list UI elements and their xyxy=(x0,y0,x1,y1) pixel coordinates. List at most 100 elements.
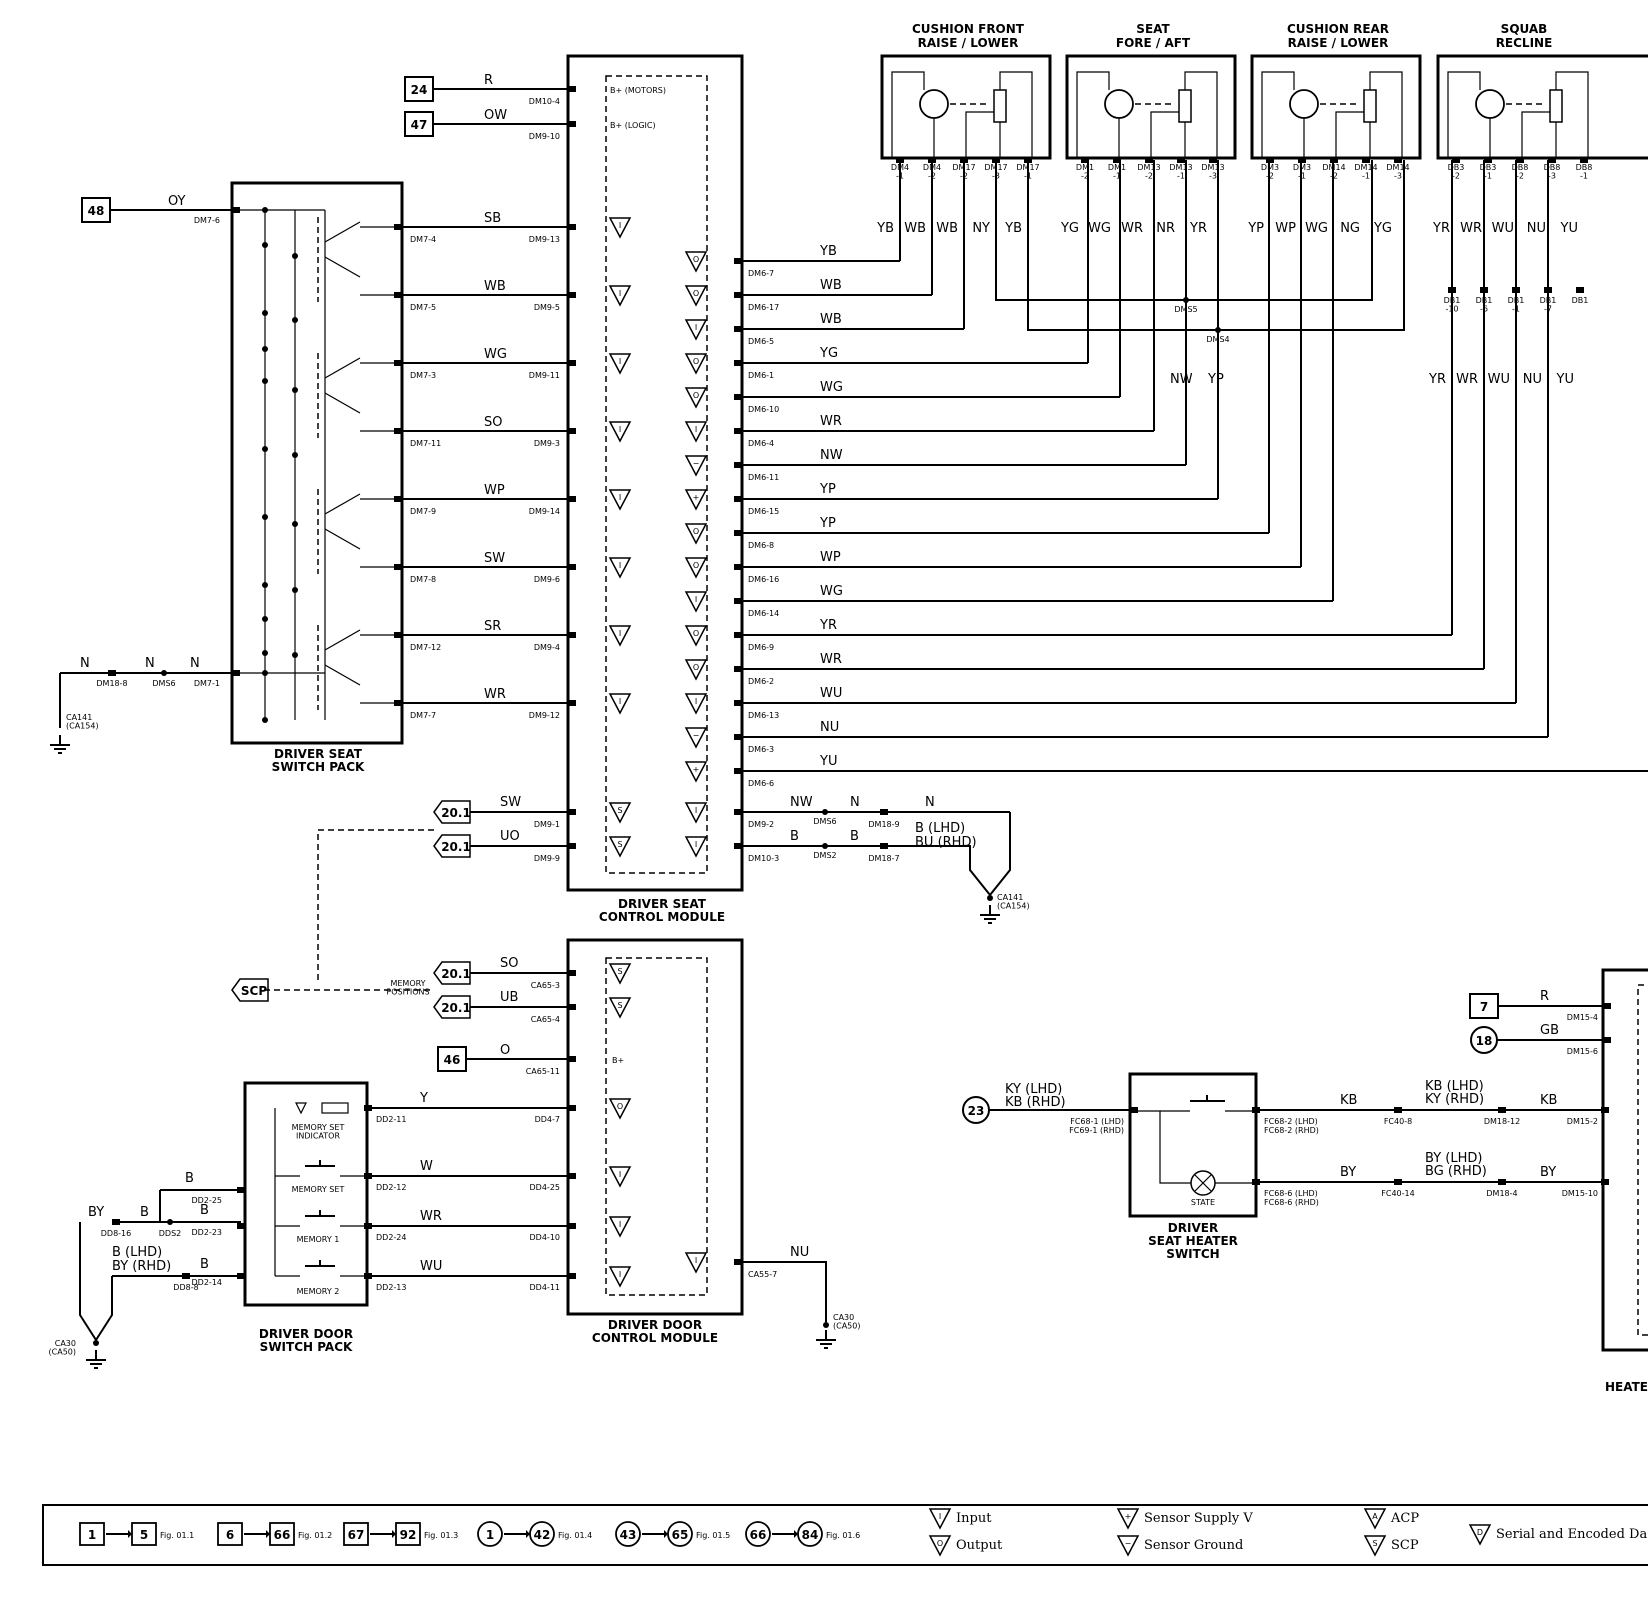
legend-pair-a: 43 xyxy=(620,1528,637,1542)
switch-contact-up xyxy=(324,493,361,515)
seat_fore_aft-wire-label: YR xyxy=(1189,221,1207,236)
switch-row-wire-label: SW xyxy=(484,551,505,566)
switch-bus-dot xyxy=(292,253,298,259)
legend-pair-b: 65 xyxy=(672,1528,689,1542)
output-row-conn: DM6-16 xyxy=(748,575,779,584)
seat-ground-point-dot xyxy=(987,895,993,901)
seat_fore_aft-wire-label: WG xyxy=(1088,221,1111,236)
door-switch-ground-pin1 xyxy=(112,1219,120,1225)
seat_fore_aft-pin xyxy=(1145,157,1153,163)
squab_recline-pin-label-line: -2 xyxy=(1516,171,1524,180)
cushion_rear-wire-label: NG xyxy=(1340,221,1360,236)
seat-ground-rhd: BU (RHD) xyxy=(915,835,977,850)
door-ground-wire-label: NU xyxy=(790,1245,809,1260)
door-row-wire-label: Y xyxy=(419,1091,428,1106)
squab-db1-pin xyxy=(1512,287,1520,293)
heater-feed-lhd: KY (LHD) xyxy=(1005,1082,1062,1097)
squab-db1-pin-label: DB1-7 xyxy=(1540,296,1557,313)
seat-module-title2: CONTROL MODULE xyxy=(599,910,725,924)
output-row-wire-label: YG xyxy=(819,346,838,361)
switch-row-right-conn: DM9-4 xyxy=(534,643,560,652)
legend-pair-fig: Fig. 01.5 xyxy=(696,1531,730,1540)
output-row-symbol xyxy=(684,625,708,647)
heater-lamp-x2 xyxy=(1194,1174,1212,1192)
squab-lower-wire-label: WR xyxy=(1456,372,1478,387)
splice-nw-label: NW xyxy=(1170,372,1193,387)
seat-ground-splice-dot xyxy=(822,843,828,849)
squab_recline-wire-label: WU xyxy=(1492,221,1514,236)
legend-border xyxy=(42,1504,1648,1566)
cushion_front-pin-label-line: DM4 xyxy=(923,163,941,172)
switch-row-left-conn: DM7-11 xyxy=(410,439,441,448)
switch-bus-dot xyxy=(262,670,268,676)
switch-pack-ground-conn: DM18-8 xyxy=(96,679,127,688)
legend-pair-a: 1 xyxy=(88,1528,96,1542)
heater-row-pin2 xyxy=(1394,1179,1402,1185)
heater-row-wire2: KB xyxy=(1540,1093,1557,1108)
door-scp-pin xyxy=(568,970,576,976)
seat-ground-wire-label: B xyxy=(790,829,799,844)
legend-arrowhead xyxy=(128,1530,132,1538)
legend-symbol-label: Sensor Ground xyxy=(1144,1538,1243,1553)
legend-symbol xyxy=(1116,1535,1140,1557)
door-row-wire-label: WU xyxy=(420,1259,442,1274)
seat_fore_aft-pot xyxy=(1178,89,1192,123)
switch-row-pin-left xyxy=(394,428,402,434)
switch-row-pin-right xyxy=(568,632,576,638)
switch-row-pin-right xyxy=(568,496,576,502)
switch-bus-dot xyxy=(262,717,268,723)
door-switch-ground-point-line: (CA50) xyxy=(49,1347,76,1356)
seat-scp-pin xyxy=(568,809,576,815)
output-row-symbol-symbol: O xyxy=(693,289,699,298)
legend-symbol xyxy=(1468,1524,1492,1546)
output-row-symbol xyxy=(684,387,708,409)
door-switch-ground-by: BY xyxy=(88,1205,104,1220)
seat_fore_aft-wire-label: YG xyxy=(1060,221,1079,236)
output-row-symbol-symbol: O xyxy=(693,255,699,264)
switch-pack-ground-point-line: (CA154) xyxy=(66,721,99,730)
output-row-pin xyxy=(734,666,742,672)
heater-switch-lead-a xyxy=(1134,1110,1191,1184)
door-ground-point-dot xyxy=(823,1322,829,1328)
door-switch-ground-b4: B xyxy=(140,1205,149,1220)
squab-db1-pin-label: DB1-10 xyxy=(1444,296,1461,313)
seat-scp-pin xyxy=(568,843,576,849)
heater-row-c1: FC40-14 xyxy=(1381,1189,1414,1198)
legend-pair-b: 92 xyxy=(400,1528,417,1542)
memory-positions-label-line: MEMORY xyxy=(390,979,425,988)
seat-ground-lhd: B (LHD) xyxy=(915,821,965,836)
seat-power-pin xyxy=(568,121,576,127)
seat-ground-conn2: DM18-9 xyxy=(868,820,899,829)
scp-ref-arrow xyxy=(231,978,269,1002)
squab-db1-pin-label-line: -6 xyxy=(1480,304,1488,313)
heater-row-c3: DM15-2 xyxy=(1567,1117,1598,1126)
seat-ground-splice-dot xyxy=(822,809,828,815)
seat-power-wire-label: R xyxy=(484,73,493,88)
legend-symbol xyxy=(928,1508,952,1530)
cushion_rear-pin-label-line: -2 xyxy=(1266,171,1274,180)
door-power-wire-label: O xyxy=(500,1043,510,1058)
squab-db1-pin-label: DB1 xyxy=(1572,296,1589,305)
switch-bus-dot xyxy=(262,616,268,622)
switch-contact-dn xyxy=(324,256,361,278)
door-switch-ground-point-dot xyxy=(93,1340,99,1346)
door-switch-ground-conn: DD8-16 xyxy=(101,1229,131,1238)
cushion_rear-pin-label-line: DM14 xyxy=(1322,163,1345,172)
seat-ground-symbol xyxy=(684,836,708,858)
squab_recline-pin xyxy=(1484,157,1492,163)
cushion_rear-pin-label-line: DM3 xyxy=(1261,163,1279,172)
heater-row-lhd: KB (LHD) xyxy=(1425,1079,1484,1094)
switch-row-pin-right xyxy=(568,428,576,434)
seat-power-conn: DM10-4 xyxy=(529,97,560,106)
cushion_rear-title1: CUSHION REAR xyxy=(1287,22,1389,36)
door-switch-ms: MEMORY SET xyxy=(292,1185,345,1194)
squab-lower-wire-label: YR xyxy=(1428,372,1446,387)
seat_fore_aft-pin-label: DM1-1 xyxy=(1108,163,1126,180)
seat_fore_aft-pin xyxy=(1177,157,1185,163)
output-row-conn: DM6-14 xyxy=(748,609,779,618)
cushion_front-motor xyxy=(919,89,949,119)
seat-scp-conn: DM9-1 xyxy=(534,820,560,829)
door-ground-point-line: CA30 xyxy=(833,1313,854,1322)
